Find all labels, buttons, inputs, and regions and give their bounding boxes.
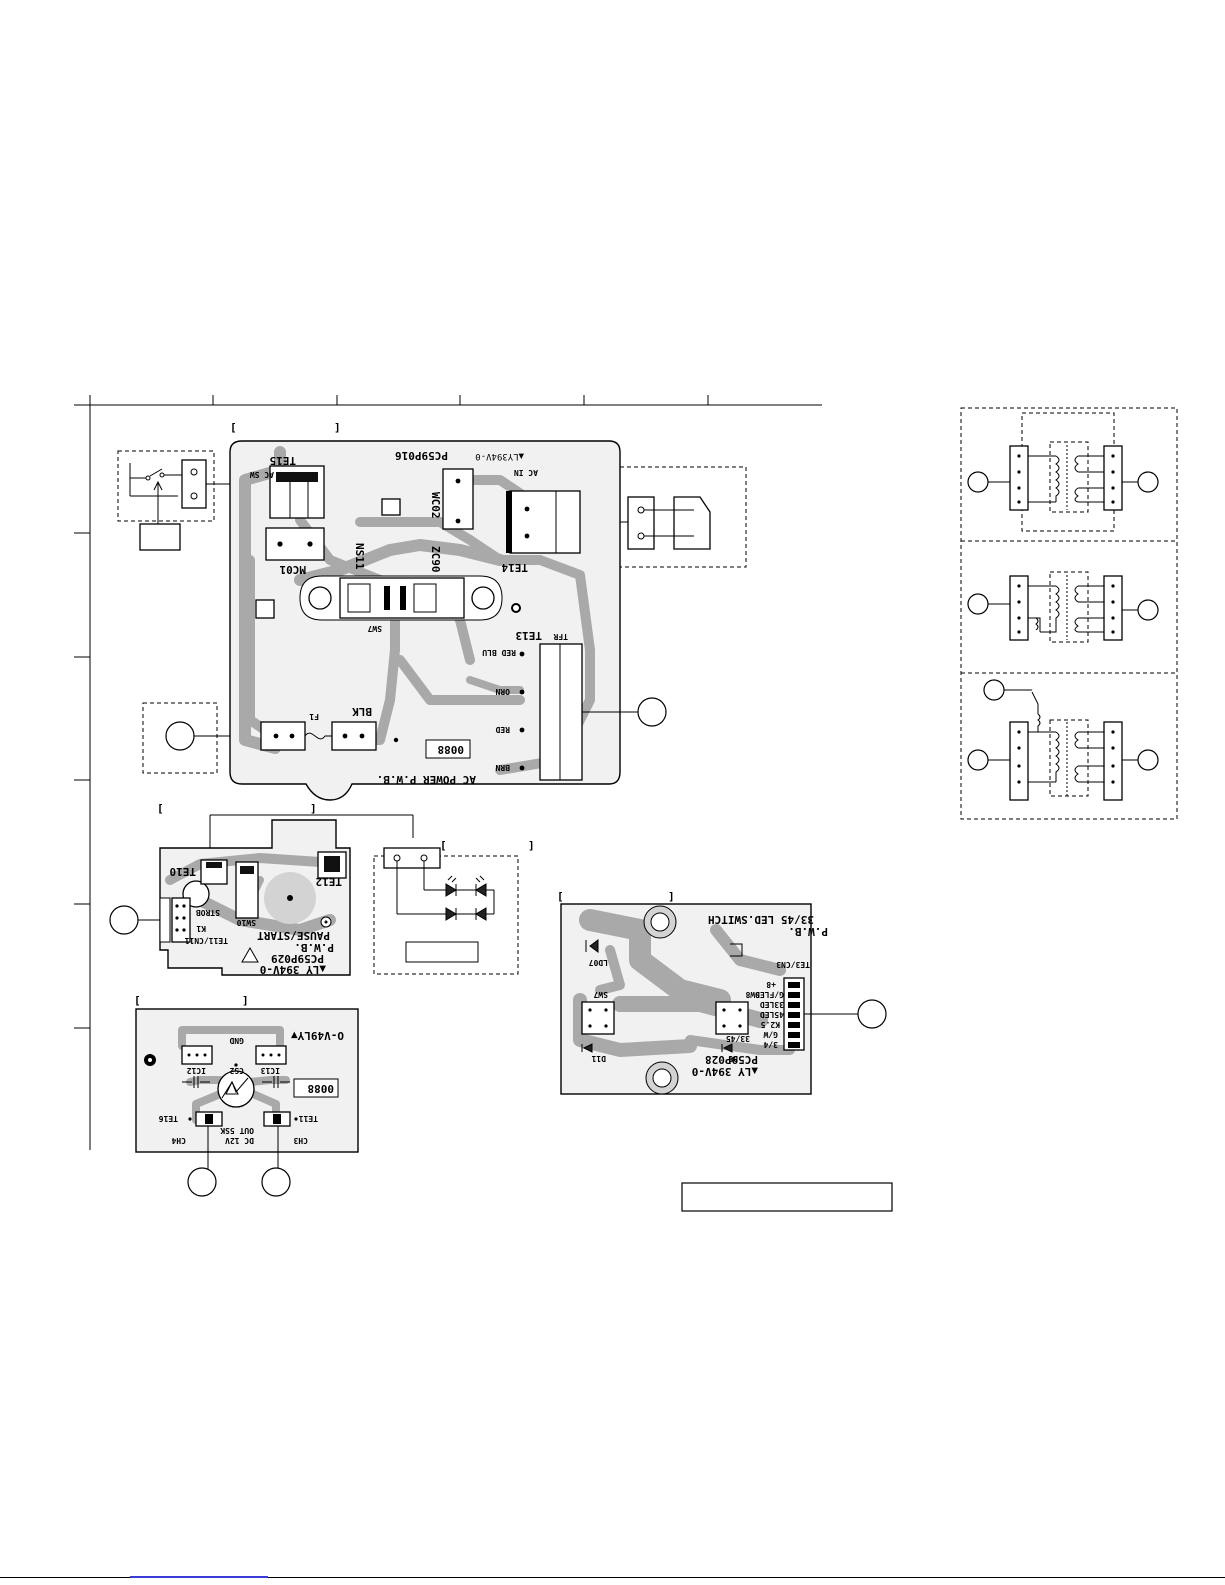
dc-cs2-label: CS2 bbox=[229, 1066, 244, 1075]
led-pin-2: 33LED bbox=[760, 1000, 784, 1009]
ac-code-label: PC59P016 bbox=[395, 449, 448, 462]
pause-start-board: TE10 TE12 SW10 STROB K1 TE11/CN11 PAUSE/… bbox=[109, 814, 414, 976]
led-pin-0: +8 bbox=[766, 980, 776, 989]
ac-power-board: TE15 AC SW PC59P016 ▲LY394V-0 AC IN WC02… bbox=[229, 440, 667, 801]
svg-text:]: ] bbox=[528, 839, 535, 852]
pause-ul: ▲LY 394V-0 bbox=[260, 963, 326, 976]
svg-text:[: [ bbox=[230, 421, 237, 434]
transformer-panel-1 bbox=[967, 412, 1159, 532]
led-board-ul: ▲LY 394V-0 bbox=[692, 1065, 758, 1078]
transformer-panel-3 bbox=[967, 679, 1159, 801]
led-board-title: 33/45 LED.SWITCH bbox=[708, 913, 814, 926]
led-schematic bbox=[373, 847, 519, 975]
fuse-reference-box bbox=[142, 702, 260, 774]
ac-te15-label: TE15 bbox=[270, 454, 297, 467]
led-pin-5: G/W bbox=[763, 1030, 778, 1039]
ac-wc02-label: WC02 bbox=[429, 492, 442, 519]
caption-frame bbox=[681, 1182, 893, 1212]
led-pin-6: 3/4 bbox=[763, 1040, 778, 1049]
ac-wire-red: RED bbox=[495, 725, 510, 734]
dc-te11-label: TE11 bbox=[299, 1114, 318, 1123]
dc-ch3-label: CH3 bbox=[293, 1136, 308, 1145]
ac-wire-brn: BRN bbox=[495, 763, 510, 772]
svg-text:]: ] bbox=[668, 890, 675, 903]
svg-text:[: [ bbox=[157, 802, 164, 815]
pause-code: PC59P029 bbox=[271, 952, 324, 965]
pause-te10-label: TE10 bbox=[170, 865, 197, 878]
pause-sw10-label: SW10 bbox=[237, 918, 256, 927]
dc-ch4-label: CH4 bbox=[171, 1136, 186, 1145]
led-board-subtitle: P.W.B. bbox=[788, 925, 828, 938]
pause-te11-label: TE11/CN11 bbox=[184, 936, 228, 945]
transformer-panel-2 bbox=[967, 571, 1159, 643]
svg-text:]: ] bbox=[310, 802, 317, 815]
ac-te13-label: TE13 bbox=[516, 629, 543, 642]
ac-switch-schematic bbox=[117, 450, 266, 551]
svg-text:[: [ bbox=[134, 994, 141, 1007]
svg-text:[: [ bbox=[440, 839, 447, 852]
led-sw8-label: SW8 bbox=[745, 990, 760, 999]
ac-tfr-label: TFR bbox=[553, 632, 568, 641]
ac-inlet-schematic bbox=[582, 466, 747, 568]
dc-out-top: OUT 5SK bbox=[220, 1126, 254, 1135]
ac-f1-label: F1 bbox=[309, 712, 319, 721]
page-link-underline[interactable] bbox=[130, 1576, 268, 1578]
ac-te14-label: TE14 bbox=[501, 561, 528, 574]
led-ld07-label: LD07 bbox=[589, 958, 608, 967]
pause-strobe-label: STROB bbox=[196, 908, 220, 917]
ac-wire-orn: ORN bbox=[495, 687, 510, 696]
dc-supply-board: O-V49LY▼ GND CS2 IC12 IC13 TE16 TE11 OUT… bbox=[135, 1008, 359, 1197]
led-board-code: PC59P028 bbox=[705, 1053, 758, 1066]
ac-codebox-label: 0088 bbox=[438, 743, 465, 756]
dc-ic12-label: IC12 bbox=[187, 1066, 206, 1075]
dc-codebox-label: 0088 bbox=[308, 1082, 335, 1095]
dc-ic13-label: IC13 bbox=[261, 1066, 280, 1075]
ac-zc90-label: ZC90 bbox=[429, 546, 442, 573]
ac-sw-label: AC SW bbox=[250, 470, 274, 479]
ac-sw7-label: SW7 bbox=[367, 624, 382, 633]
led-switch-board: 33/45 LED.SWITCH P.W.B. PC59P028 ▲LY 394… bbox=[560, 903, 887, 1095]
dc-out-bot: DC 12V bbox=[225, 1136, 254, 1145]
led-rpm-label: 33/45 bbox=[726, 1034, 750, 1043]
grid-frame bbox=[74, 395, 822, 1150]
ac-acin-label: AC IN bbox=[514, 468, 538, 477]
page-bottom-rule bbox=[0, 1577, 1225, 1578]
svg-text:]: ] bbox=[242, 994, 249, 1007]
ac-board-title: AC POWER P.W.B. bbox=[377, 773, 476, 786]
svg-text:]: ] bbox=[334, 421, 341, 434]
led-sw7-label: SW7 bbox=[593, 990, 608, 999]
dc-ul-label: O-V49LY▼ bbox=[291, 1029, 344, 1042]
pause-title-2: P.W.B. bbox=[294, 941, 334, 954]
led-te3-label: TE3/CN3 bbox=[776, 960, 810, 969]
transformer-schematics bbox=[960, 407, 1178, 820]
ac-ns11-label: NS11 bbox=[353, 543, 366, 570]
ac-mc01-label: MC01 bbox=[279, 563, 306, 576]
led-pin-3: 45LED bbox=[760, 1010, 784, 1019]
led-d8-label: D8 bbox=[728, 1054, 738, 1063]
ac-ul-label: ▲LY394V-0 bbox=[475, 451, 524, 461]
led-pin-1: G/FLED bbox=[755, 990, 784, 999]
pause-te12-label: TE12 bbox=[316, 875, 343, 888]
ac-wire-red-blu: RED BLU bbox=[482, 648, 516, 657]
pause-title-1: PAUSE/START bbox=[257, 929, 330, 942]
title-brackets: [] [] [] [] [] bbox=[134, 421, 675, 1007]
ac-blk-label: BLK bbox=[352, 705, 372, 718]
led-d11-label: D11 bbox=[591, 1054, 606, 1063]
dc-gnd-label: GND bbox=[229, 1036, 244, 1045]
pause-k1-label: K1 bbox=[196, 924, 206, 933]
svg-text:[: [ bbox=[557, 890, 564, 903]
dc-te16-label: TE16 bbox=[159, 1114, 178, 1123]
led-pin-4: K2.5 bbox=[761, 1020, 780, 1029]
